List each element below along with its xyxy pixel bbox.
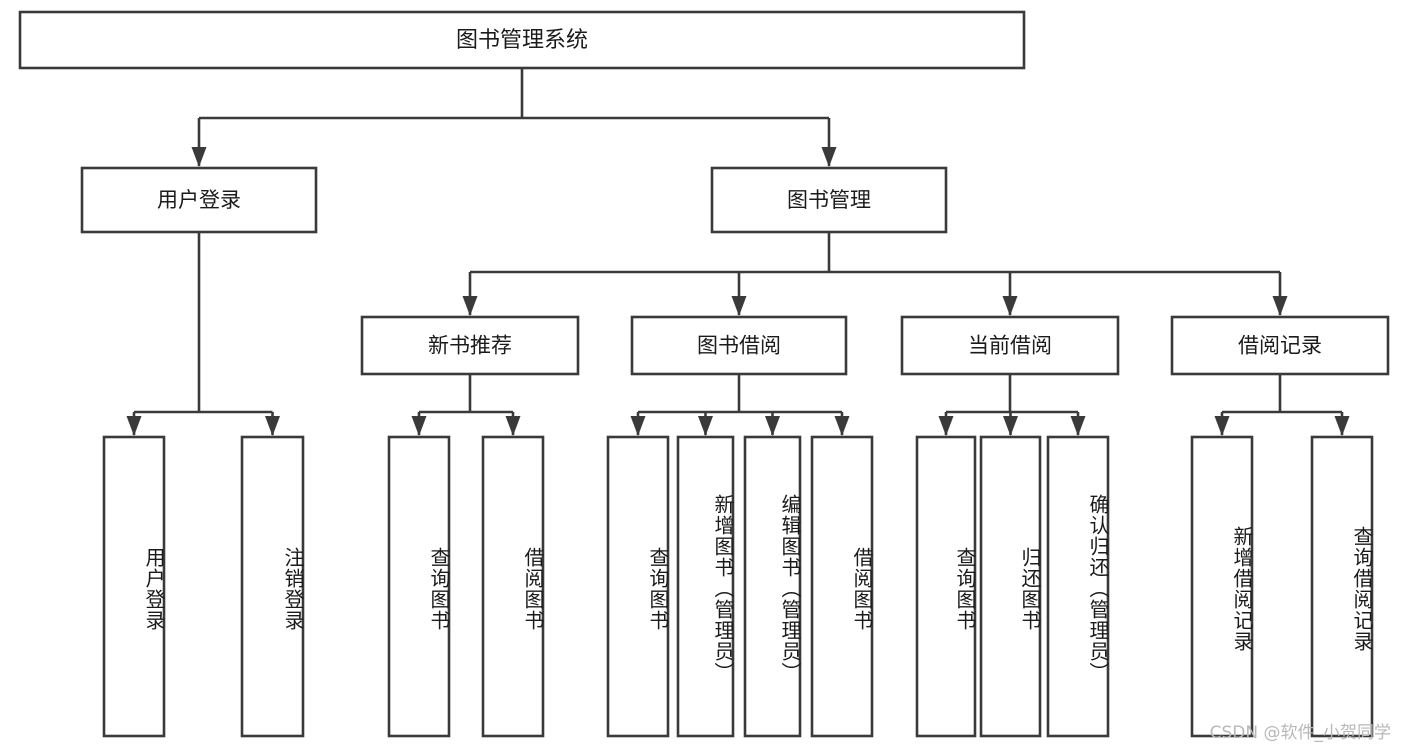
- node-label-current-borrow: 当前借阅: [968, 334, 1052, 358]
- node-user-login[interactable]: [80, 166, 318, 234]
- arrow-head-icon: [630, 416, 646, 436]
- node-leaf-add-book[interactable]: [676, 435, 735, 738]
- arrow-head-icon: [505, 416, 521, 436]
- arrow-head-icon: [191, 147, 207, 167]
- arrow-head-icon: [731, 296, 747, 316]
- arrow-head-icon: [1272, 296, 1288, 316]
- node-book-borrow[interactable]: [630, 315, 848, 376]
- node-current-borrow[interactable]: [900, 315, 1120, 376]
- csdn-watermark: CSDN @软件_小贺同学: [1209, 723, 1391, 743]
- node-new-book-rec[interactable]: [360, 315, 580, 376]
- node-leaf-query-book-1[interactable]: [387, 435, 451, 738]
- arrow-head-icon: [821, 147, 837, 167]
- arrow-head-icon: [126, 416, 142, 436]
- node-borrow-record[interactable]: [1170, 315, 1390, 376]
- arrow-head-icon: [698, 416, 713, 436]
- node-leaf-borrow-book-1[interactable]: [481, 435, 545, 738]
- arrow-head-icon: [265, 416, 280, 436]
- arrow-head-icon: [1003, 416, 1018, 436]
- node-label-borrow-record: 借阅记录: [1238, 334, 1322, 358]
- arrow-head-icon: [411, 416, 427, 436]
- arrow-head-icon: [765, 416, 780, 436]
- arrow-head-icon: [1002, 296, 1018, 316]
- node-leaf-user-logout[interactable]: [240, 435, 305, 738]
- node-leaf-query-record[interactable]: [1310, 435, 1374, 738]
- node-leaf-borrow-book-2[interactable]: [810, 435, 874, 738]
- node-label-book-management-system: 图书管理系统: [456, 28, 588, 53]
- node-leaf-query-book-3[interactable]: [915, 435, 977, 738]
- arrow-head-icon: [1070, 416, 1086, 436]
- node-label-book-manage: 图书管理: [787, 188, 871, 212]
- node-leaf-user-login[interactable]: [102, 435, 166, 738]
- arrow-head-icon: [462, 296, 478, 316]
- node-leaf-query-book-2[interactable]: [606, 435, 670, 738]
- arrow-head-icon: [1214, 416, 1230, 436]
- node-leaf-return-book[interactable]: [979, 435, 1042, 738]
- node-book-management-system[interactable]: [18, 10, 1026, 70]
- node-leaf-confirm-return[interactable]: [1046, 435, 1110, 738]
- node-leaf-add-record[interactable]: [1190, 435, 1254, 738]
- connectors-layer: [126, 68, 1350, 436]
- boxes-layer: [18, 10, 1390, 738]
- node-label-new-book-rec: 新书推荐: [428, 334, 512, 358]
- arrow-head-icon: [1334, 416, 1350, 436]
- arrow-head-icon: [834, 416, 850, 436]
- node-book-manage[interactable]: [710, 166, 948, 234]
- node-leaf-edit-book[interactable]: [743, 435, 802, 738]
- node-label-book-borrow: 图书借阅: [697, 334, 781, 358]
- node-label-user-login: 用户登录: [157, 188, 241, 212]
- arrow-head-icon: [938, 416, 954, 436]
